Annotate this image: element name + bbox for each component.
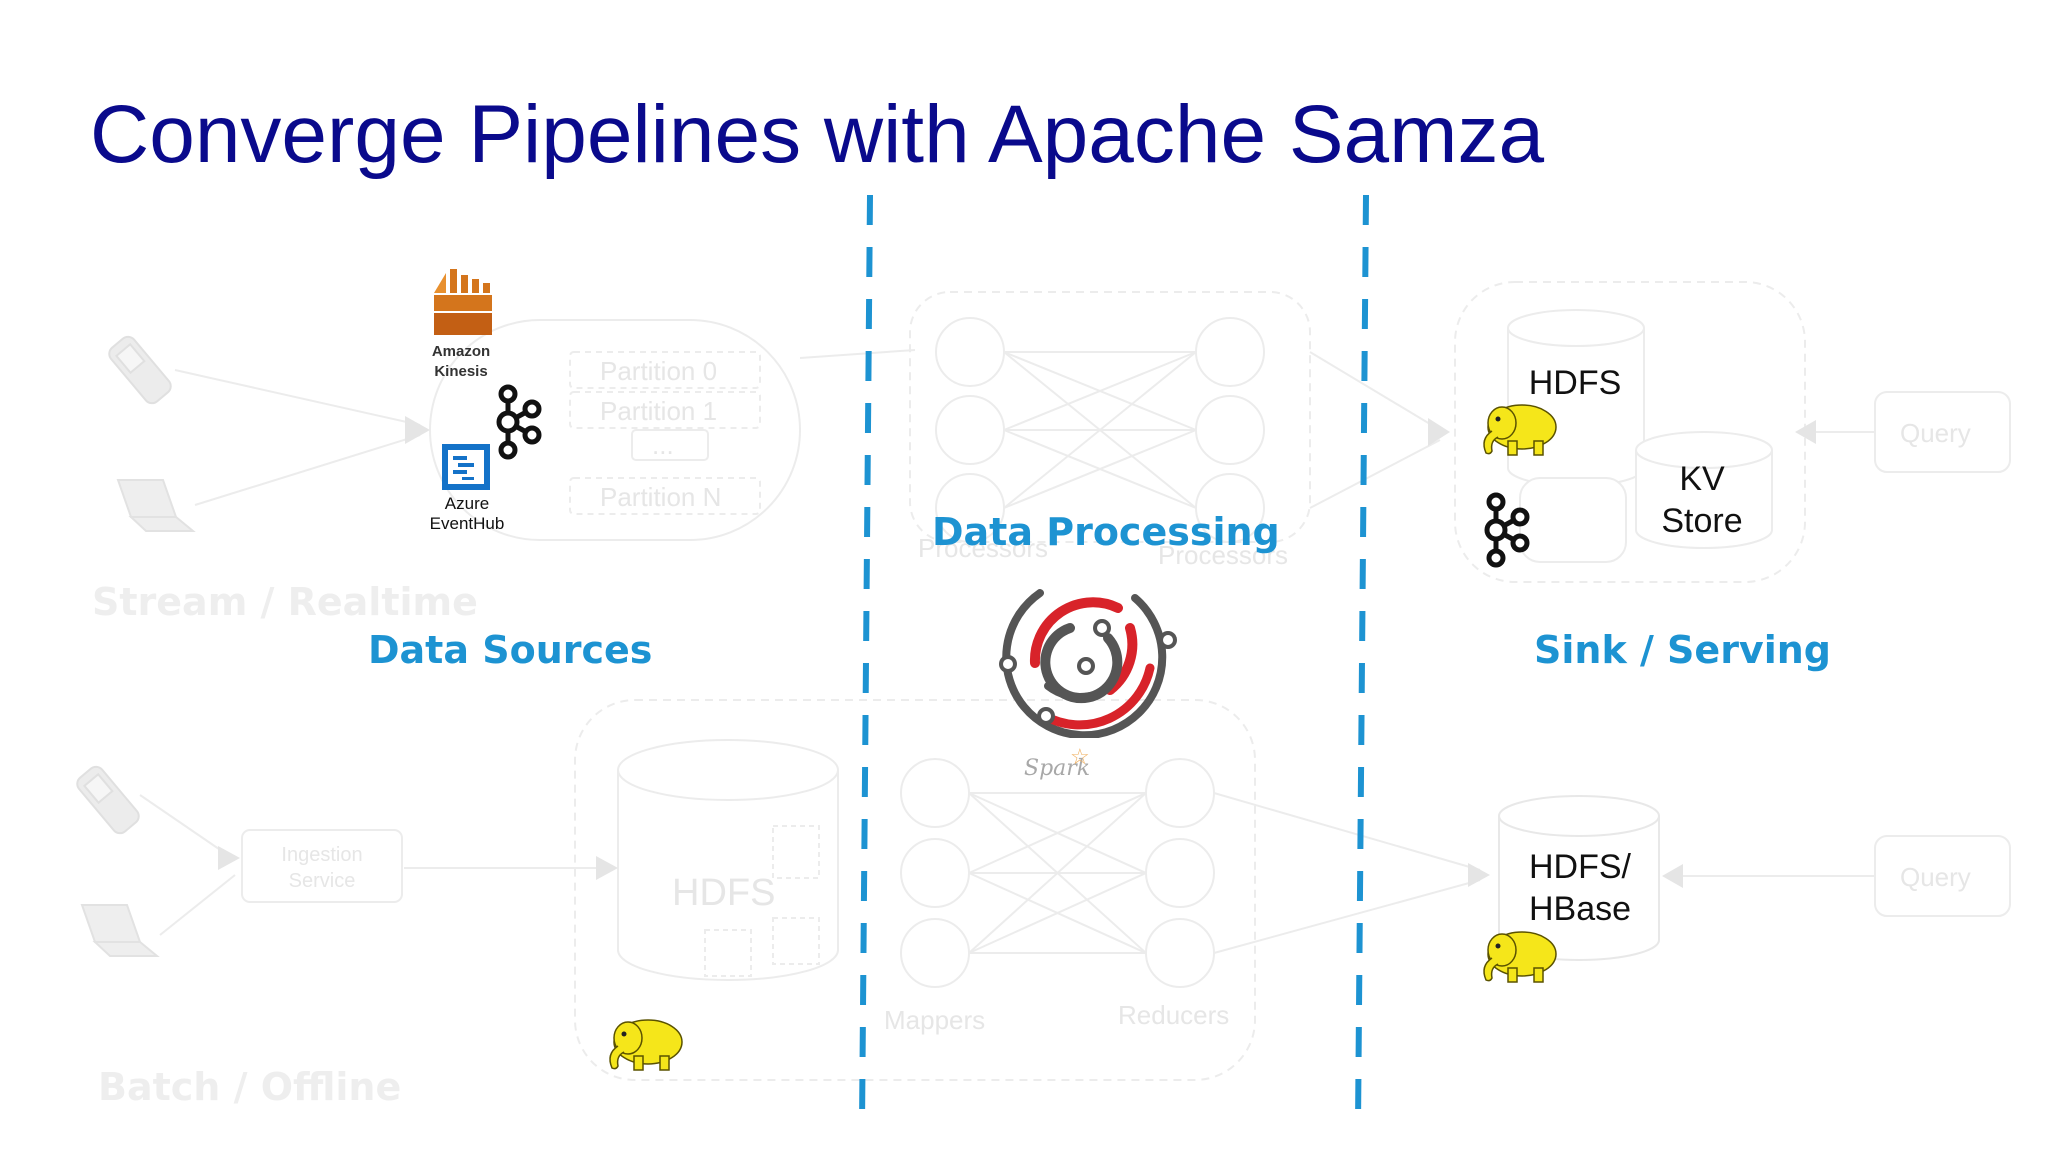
data-sources-label: Data Sources	[368, 628, 653, 672]
kafka-icon	[1484, 492, 1530, 568]
processors-box	[909, 291, 1311, 543]
spark-star-icon: ☆	[1070, 744, 1090, 769]
query-label-top: Query	[1900, 418, 1971, 448]
sink-hdfs-label: HDFS	[1528, 364, 1622, 402]
query-label-bottom: Query	[1900, 862, 1971, 892]
reducers-label: Reducers	[1118, 1000, 1230, 1030]
hdfs-batch-label: HDFS	[672, 872, 776, 914]
sink-serving-label: Sink / Serving	[1534, 628, 1831, 672]
amazon-kinesis-icon	[434, 269, 492, 335]
kafka-icon	[496, 384, 542, 460]
partition-box	[569, 351, 761, 389]
sink-stores	[1506, 309, 1773, 563]
phone-icon	[108, 335, 172, 405]
hadoop-elephant-icon	[1483, 931, 1557, 983]
kv-store-label: KV Store	[1661, 460, 1743, 540]
hdfs-hbase-label: HDFS/ HBase	[1528, 848, 1632, 928]
hadoop-elephant-icon	[1483, 404, 1557, 456]
stream-flow-line	[799, 349, 916, 359]
samza-logo-icon	[999, 589, 1177, 738]
ingestion-service-box	[241, 829, 403, 903]
page-title: Converge Pipelines with Apache Samza	[90, 89, 1545, 180]
stream-arrow-phone	[174, 369, 421, 426]
laptop-icon	[116, 479, 196, 532]
spark-logo-icon: Spark	[1024, 756, 1091, 781]
hdfs-cylinder	[616, 739, 839, 981]
partition-label: ...	[652, 430, 674, 460]
kinesis-label: Amazon Kinesis	[431, 343, 491, 380]
divider-left	[859, 194, 873, 1126]
processors-label-left: Processors	[918, 533, 1049, 563]
processors-label-right: Processors	[1158, 540, 1289, 570]
stream-arrow-laptop	[194, 434, 421, 506]
partition-box	[631, 429, 709, 461]
partition-label: Partition N	[600, 482, 722, 512]
batch-box	[574, 699, 1256, 1081]
laptop-icon	[80, 904, 160, 957]
azure-eventhub-icon	[442, 444, 490, 490]
partition-box	[569, 477, 761, 515]
ingestion-service-label: Ingestion Service	[281, 844, 363, 892]
phone-icon	[76, 765, 140, 835]
partition-box	[569, 391, 761, 429]
batch-offline-label: Batch / Offline	[98, 1065, 402, 1109]
hdfs-hbase-cylinder	[1497, 795, 1660, 961]
hadoop-elephant-icon	[609, 1019, 683, 1071]
partition-label: Partition 1	[600, 396, 718, 426]
partition-label: Partition 0	[600, 356, 718, 386]
stream-realtime-label: Stream / Realtime	[92, 580, 478, 624]
eventhub-label: Azure EventHub	[429, 494, 505, 533]
mappers-label: Mappers	[884, 1005, 986, 1035]
sink-box	[1454, 281, 1806, 583]
divider-right	[1355, 194, 1369, 1126]
data-processing-label: Data Processing	[932, 510, 1280, 554]
